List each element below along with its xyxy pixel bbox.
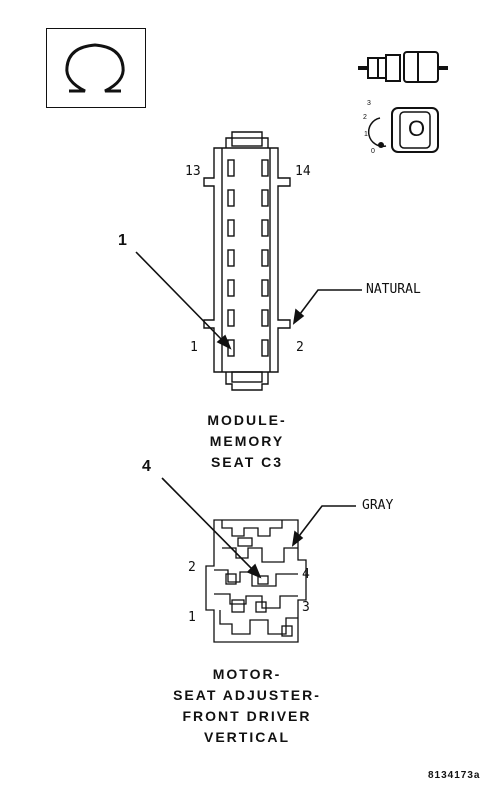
c2-title-line-1: MOTOR-: [212, 666, 282, 682]
connector-1-leaders: [135, 251, 362, 350]
ignition-position-0: 0: [371, 148, 375, 155]
c1-pin-13: 13: [185, 164, 201, 179]
connector-module-memory-seat-c3: [203, 131, 291, 391]
c1-pin-2: 2: [296, 340, 304, 355]
connector-2-leaders: [161, 477, 356, 579]
c1-title-line-1: MODULE-: [207, 412, 287, 428]
c1-pin-1: 1: [190, 340, 198, 355]
c2-pin-2: 2: [188, 560, 196, 575]
c1-callout-number: 1: [118, 232, 127, 249]
c2-pin-4: 4: [302, 567, 310, 582]
c2-title-line-2: SEAT ADJUSTER-: [173, 687, 321, 703]
connector-disconnect-icon: [358, 51, 448, 83]
c1-pin-14: 14: [295, 164, 311, 179]
c1-title-line-3: SEAT C3: [210, 454, 284, 470]
connector-1-cavities: [227, 159, 269, 357]
c2-pin-3: 3: [302, 600, 310, 615]
c2-pin-1: 1: [188, 610, 196, 625]
c2-title-line-3: FRONT DRIVER: [182, 708, 312, 724]
ignition-key-label: O: [408, 116, 426, 141]
c1-color-label: NATURAL: [366, 282, 421, 297]
ignition-position-2: 2: [363, 114, 367, 121]
figure-code: 8134173a: [428, 770, 481, 781]
c2-color-label: GRAY: [362, 498, 394, 513]
c2-callout-number: 4: [142, 458, 151, 475]
ignition-position-1: 1: [364, 131, 368, 138]
c1-title: MODULE- MEMORY SEAT C3: [147, 410, 347, 473]
c2-title-line-4: VERTICAL: [204, 729, 290, 745]
c2-title: MOTOR- SEAT ADJUSTER- FRONT DRIVER VERTI…: [137, 664, 357, 748]
ohm-meter-icon: [46, 28, 146, 108]
connector-motor-seat-adjuster: [205, 519, 307, 643]
c1-title-line-2: MEMORY: [209, 433, 285, 449]
ignition-position-3: 3: [367, 100, 371, 107]
ignition-off-icon: [368, 107, 439, 153]
